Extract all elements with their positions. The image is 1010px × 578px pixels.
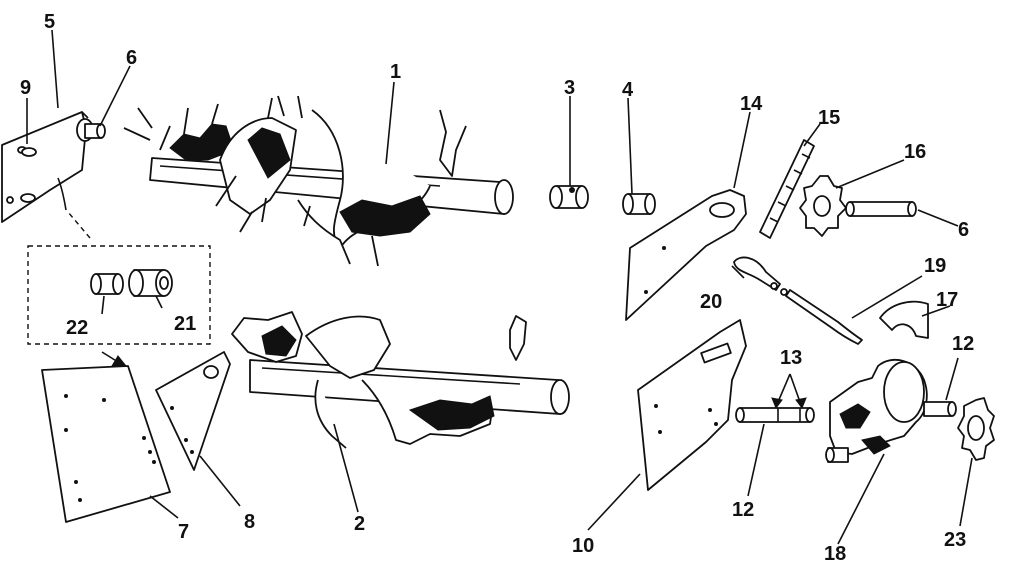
- label-part-6-right: 6: [958, 219, 969, 241]
- label-part-12-right: 12: [952, 333, 974, 355]
- label-part-21: 21: [174, 313, 196, 335]
- part-17-clip: [879, 300, 929, 339]
- label-part-13: 13: [780, 347, 802, 369]
- label-part-2: 2: [354, 513, 365, 535]
- label-part-17: 17: [936, 289, 958, 311]
- label-part-14: 14: [740, 93, 763, 115]
- part-21-bearing: [128, 269, 173, 297]
- label-part-16: 16: [904, 141, 926, 163]
- arrow-to-plate-7: [101, 351, 128, 367]
- label-part-8: 8: [244, 511, 255, 533]
- label-part-4: 4: [622, 79, 634, 101]
- part-8-bearing-plate: [155, 351, 231, 471]
- part-labels: 5 6 9 1 3 4 14 15 16 6 19 20 17 22 21 13…: [20, 11, 974, 565]
- part-12-shaft: [735, 407, 815, 423]
- part-6-shaft-stub-left: [76, 118, 106, 142]
- part-3-collar: [549, 185, 589, 209]
- part-6-shaft-right: [845, 201, 917, 217]
- part-1-upper-rotor: [123, 95, 514, 267]
- label-part-15: 15: [818, 107, 840, 129]
- label-part-23: 23: [944, 529, 966, 551]
- part-19-rod: [785, 289, 863, 345]
- part-2-lower-rotor: [231, 311, 570, 449]
- part-16-sprocket: [799, 175, 847, 237]
- label-part-20: 20: [700, 291, 722, 313]
- part-14-side-plate: [625, 189, 747, 321]
- label-part-22: 22: [66, 317, 88, 339]
- label-part-3: 3: [564, 77, 575, 99]
- part-23-sprocket: [957, 397, 995, 461]
- label-part-1: 1: [390, 61, 401, 83]
- part-22-bushing: [90, 273, 124, 295]
- label-part-7: 7: [178, 521, 189, 543]
- label-part-6-left: 6: [126, 47, 137, 69]
- label-part-9: 9: [20, 77, 31, 99]
- part-10-side-panel: [637, 319, 747, 491]
- leader-lines: [26, 29, 973, 545]
- part-15-chain: [759, 139, 815, 239]
- part-5-side-plate: [1, 111, 89, 223]
- part-9-bolts: [20, 147, 37, 203]
- inset-box: [27, 211, 211, 345]
- label-part-12-left: 12: [732, 499, 754, 521]
- label-part-18: 18: [824, 543, 846, 565]
- label-part-5: 5: [44, 11, 55, 33]
- label-part-10: 10: [572, 535, 594, 557]
- part-18-gearbox: [825, 358, 957, 463]
- part-20-link: [733, 256, 788, 296]
- label-part-19: 19: [924, 255, 946, 277]
- part-4-bushing: [622, 193, 656, 215]
- part-7-shield-plate: [41, 365, 171, 523]
